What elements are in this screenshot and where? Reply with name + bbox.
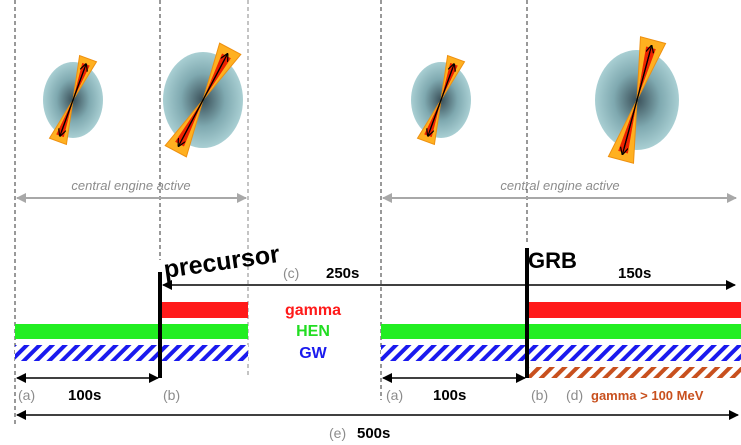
label-b-left: (b) <box>163 387 180 403</box>
legend-gamma: gamma <box>285 302 341 319</box>
bars-right <box>381 302 741 378</box>
legend: gamma HEN GW <box>285 302 341 362</box>
label-100s-left: 100s <box>68 387 101 404</box>
label-gamma-high: gamma > 100 MeV <box>591 388 704 403</box>
label-b-right: (b) <box>531 387 548 403</box>
gw-bar-right <box>381 345 741 361</box>
engine-illustration-2 <box>163 42 243 158</box>
label-c-marker: (c) <box>283 265 299 281</box>
engine-illustration-3 <box>411 54 471 146</box>
gamma-bar-left <box>160 302 248 318</box>
interval-500s-arrow: (e) 500s <box>16 410 739 442</box>
precursor-label: precursor <box>162 240 282 284</box>
interval-250s-arrow: (c) 250s 150s <box>162 265 736 290</box>
engine-active-arrow-left: central engine active <box>16 178 247 203</box>
engine-active-label-left: central engine active <box>71 178 190 193</box>
legend-gw: GW <box>299 345 327 362</box>
gamma-high-bar <box>527 367 741 378</box>
label-500s: 500s <box>357 425 390 442</box>
label-a-right: (a) <box>386 387 403 403</box>
label-150s: 150s <box>618 265 651 282</box>
gamma-bar-right <box>527 302 741 318</box>
label-100s-right: 100s <box>433 387 466 404</box>
jet-cone-icon <box>636 36 667 101</box>
label-d-marker: (d) <box>566 387 583 403</box>
engine-active-arrow-right: central engine active <box>382 178 737 203</box>
gw-bar-left <box>15 345 248 361</box>
engine-active-label-right: central engine active <box>500 178 619 193</box>
hen-bar-left <box>15 324 248 339</box>
hen-bar-right <box>381 324 741 339</box>
label-250s: 250s <box>326 265 359 282</box>
legend-hen: HEN <box>296 323 330 340</box>
jet-cone-icon <box>72 54 98 101</box>
engine-illustration-4 <box>595 36 679 164</box>
interval-100s-right: (a) 100s (b) <box>382 373 548 404</box>
label-a-left: (a) <box>18 387 35 403</box>
guide-lines <box>14 0 528 425</box>
label-e-marker: (e) <box>329 425 346 441</box>
jet-cone-icon <box>440 54 466 101</box>
engine-illustration-1 <box>43 54 103 146</box>
grb-label: GRB <box>528 248 577 273</box>
interval-100s-left: (a) 100s (b) <box>16 373 180 404</box>
bars-left <box>15 302 248 361</box>
